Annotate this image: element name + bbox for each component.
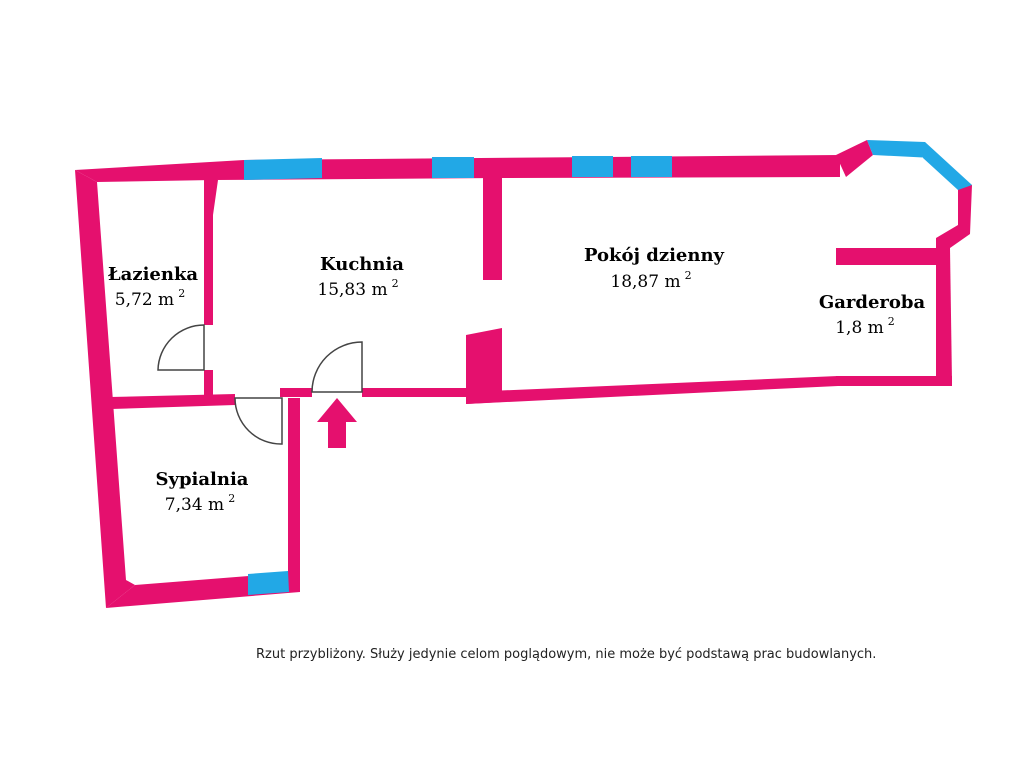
bay-wall-left — [836, 140, 873, 177]
window-kitchen-2 — [432, 157, 474, 178]
bedroom-right-wall — [288, 398, 300, 592]
window-bedroom — [248, 571, 289, 595]
garderoba-partition — [836, 248, 940, 265]
room-name-kuchnia: Kuchnia — [320, 254, 404, 275]
right-outer-wall — [936, 238, 952, 382]
garderoba-bottom-wall — [836, 376, 952, 386]
bathroom-partition — [204, 180, 218, 325]
room-name-garderoba: Garderoba — [819, 292, 926, 313]
left-outer-wall — [75, 170, 135, 608]
room-name-pokoj-dzienny: Pokój dzienny — [584, 245, 725, 266]
door-bedroom — [234, 397, 283, 445]
room-name-sypialnia: Sypialnia — [156, 469, 249, 490]
living-bottom-wall — [466, 376, 838, 404]
bathroom-bedroom-wall — [110, 394, 235, 409]
window-living-1 — [572, 156, 613, 177]
walls — [75, 140, 972, 608]
bay-wall-right — [936, 185, 972, 248]
window-bay-top — [867, 140, 933, 158]
disclaimer-text: Rzut przybliżony. Służy jedynie celom po… — [256, 647, 877, 662]
doors — [157, 324, 363, 445]
window-bay-side — [923, 142, 972, 190]
door-bathroom — [157, 324, 205, 371]
door-entrance — [311, 341, 363, 393]
window-living-2 — [631, 156, 672, 177]
windows — [244, 140, 972, 595]
bathroom-partition-low — [204, 370, 213, 398]
kitchen-living-partition-top — [483, 178, 502, 280]
room-name-lazienka: Łazienka — [108, 264, 199, 285]
kitchen-bottom-wall-b — [362, 388, 470, 397]
window-kitchen-1 — [244, 158, 322, 180]
kitchen-bottom-wall-a — [280, 388, 312, 397]
entrance-arrow-icon — [317, 398, 357, 448]
kitchen-living-partition-bottom — [466, 328, 502, 404]
